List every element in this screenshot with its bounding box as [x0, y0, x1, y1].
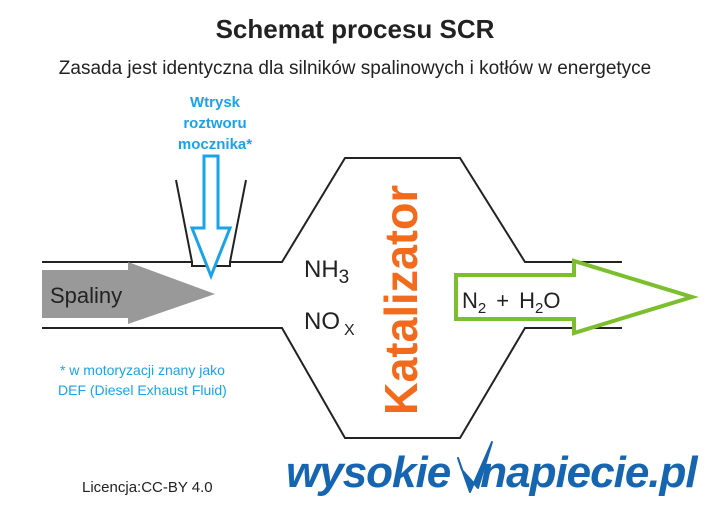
- nozzle-funnel-right: [229, 179, 247, 263]
- product-arrow: [454, 258, 699, 336]
- license-label: Licencja:CC-BY 4.0: [82, 479, 213, 496]
- logo-text-part1: wysokie: [286, 448, 451, 497]
- catalyst-label: Katalizator: [375, 185, 427, 415]
- logo-text-part2: napiecie.pl: [480, 448, 697, 497]
- injection-label-line1: Wtrysk: [189, 94, 241, 111]
- site-logo: wysokie napiecie.pl: [286, 448, 698, 498]
- inlet-label: Spaliny: [50, 283, 122, 308]
- injection-label: Wtrysk roztworu mocznika*: [150, 92, 280, 155]
- reactor-outline: [42, 157, 622, 439]
- footnote-line2: DEF (Diesel Exhaust Fluid): [58, 382, 227, 398]
- footnote: * w motoryzacji znany jako DEF (Diesel E…: [58, 360, 227, 400]
- pipe-top-wall: [42, 157, 622, 267]
- logo-lightning-icon: [457, 441, 493, 493]
- injection-label-line3: mocznika*: [177, 136, 253, 153]
- diagram-title: Schemat procesu SCR: [215, 14, 495, 44]
- footnote-line1: * w motoryzacji znany jako: [59, 362, 225, 378]
- pipe-bottom-wall: [42, 327, 622, 439]
- injection-arrow: [189, 154, 233, 281]
- diagram-subtitle: Zasada jest identyczna dla silników spal…: [58, 58, 652, 79]
- injection-label-line2: roztworu: [183, 115, 247, 132]
- product-formula: N2+H2O: [462, 288, 560, 317]
- nozzle-funnel-left: [175, 179, 193, 263]
- inlet-arrow: [42, 262, 215, 324]
- reactant-nh3: NH3: [304, 256, 349, 288]
